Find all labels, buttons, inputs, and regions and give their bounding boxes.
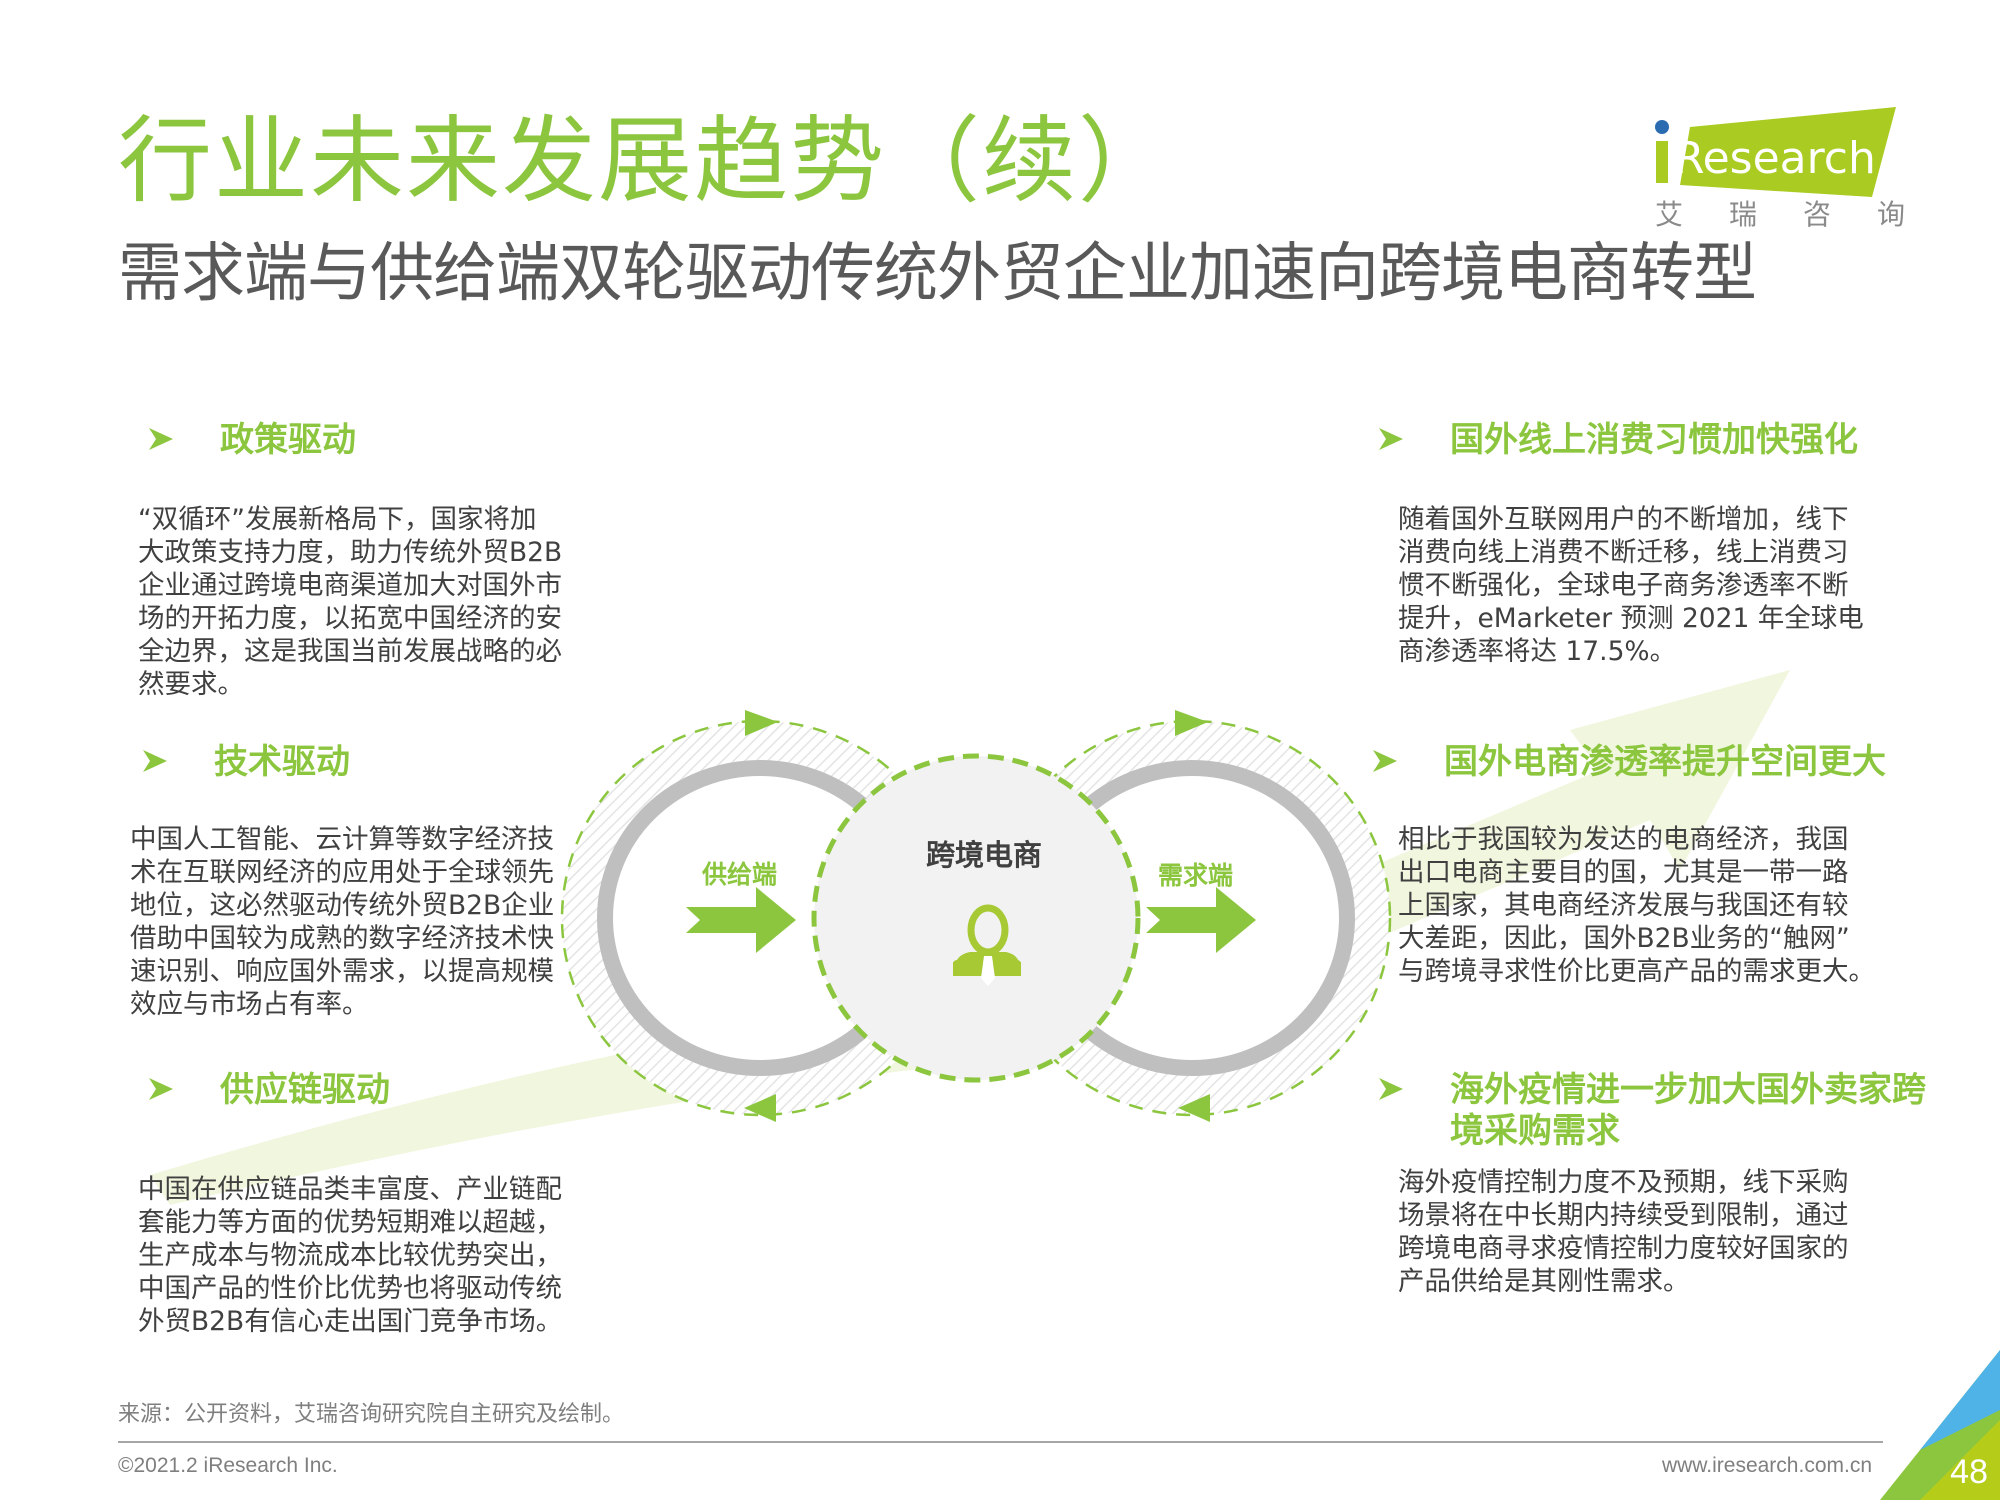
section-body: 中国人工智能、云计算等数字经济技 术在互联网经济的应用处于全球领先 地位，这必然…: [130, 823, 555, 1020]
footer-divider: [118, 1441, 1883, 1443]
corner-decoration: [1880, 1350, 2000, 1500]
rotation-arrow-icon: [1175, 710, 1208, 736]
arrow-bullet-icon: [143, 750, 167, 772]
businessman-icon: [953, 904, 1021, 986]
section-heading: 技术驱动: [214, 742, 350, 782]
supply-side-label: 供给端: [702, 860, 778, 889]
section-body: 相比于我国较为发达的电商经济，我国 出口电商主要目的国，尤其是一带一路 上国家，…: [1398, 823, 1875, 987]
section-body: 随着国外互联网用户的不断增加，线下 消费向线上消费不断迁移，线上消费习 惯不断强…: [1398, 503, 1864, 667]
arrow-bullet-icon: [149, 1078, 173, 1100]
center-label: 跨境电商: [926, 838, 1043, 872]
iresearch-logo: Research: [1655, 107, 1896, 197]
left-section-technology: 技术驱动 中国人工智能、云计算等数字经济技 术在互联网经济的应用处于全球领先 地…: [130, 742, 602, 1021]
section-body: 海外疫情控制力度不及预期，线下采购 场景将在中长期内持续受到限制，通过 跨境电商…: [1398, 1166, 1849, 1297]
section-heading: 国外电商渗透率提升空间更大: [1444, 742, 1886, 782]
page-number: 48: [1950, 1453, 1988, 1491]
section-heading: 供应链驱动: [220, 1070, 390, 1110]
left-section-policy: 政策驱动 “双循环”发展新格局下，国家将加 大政策支持力度，助力传统外贸B2B …: [138, 420, 608, 701]
page-subtitle: 需求端与供给端双轮驱动传统外贸企业加速向跨境电商转型: [118, 237, 1757, 311]
arrow-bullet-icon: [1373, 750, 1397, 772]
left-section-supply-chain: 供应链驱动 中国在供应链品类丰富度、产业链配 套能力等方面的优势短期难以超越， …: [138, 1070, 608, 1338]
right-section-online-consumption: 国外线上消费习惯加快强化 随着国外互联网用户的不断增加，线下 消费向线上消费不断…: [1378, 420, 1938, 668]
arrow-bullet-icon: [1379, 428, 1403, 450]
demand-side-label: 需求端: [1158, 861, 1234, 890]
arrow-bullet-icon: [1379, 1078, 1403, 1100]
section-heading: 海外疫情进一步加大国外卖家跨 境采购需求: [1450, 1070, 1926, 1151]
demand-flow-arrow-icon: [1146, 887, 1256, 953]
right-section-penetration: 国外电商渗透率提升空间更大 相比于我国较为发达的电商经济，我国 出口电商主要目的…: [1372, 742, 1942, 988]
page-title: 行业未来发展趋势（续）: [118, 107, 1175, 216]
section-body: “双循环”发展新格局下，国家将加 大政策支持力度，助力传统外贸B2B 企业通过跨…: [138, 503, 563, 700]
logo-brand-text: Research: [1674, 133, 1876, 184]
website-link[interactable]: www.iresearch.com.cn: [1661, 1454, 1872, 1477]
arrow-bullet-icon: [149, 428, 173, 450]
section-body: 中国在供应链品类丰富度、产业链配 套能力等方面的优势短期难以超越， 生产成本与物…: [138, 1173, 563, 1337]
source-note: 来源：公开资料，艾瑞咨询研究院自主研究及绘制。: [118, 1402, 625, 1427]
rotation-arrow-icon: [745, 710, 778, 736]
copyright: ©2021.2 iResearch Inc.: [118, 1454, 338, 1477]
right-section-pandemic: 海外疫情进一步加大国外卖家跨 境采购需求 海外疫情控制力度不及预期，线下采购 场…: [1378, 1070, 1958, 1298]
section-heading: 政策驱动: [220, 420, 356, 460]
rotation-arrow-icon: [1178, 1094, 1210, 1122]
rotation-arrow-icon: [744, 1094, 776, 1122]
logo-cn-text: 艾 瑞 咨 询: [1655, 198, 1905, 231]
dual-wheel-diagram: [560, 710, 1392, 1122]
section-heading: 国外线上消费习惯加快强化: [1450, 420, 1858, 460]
supply-flow-arrow-icon: [686, 887, 796, 953]
